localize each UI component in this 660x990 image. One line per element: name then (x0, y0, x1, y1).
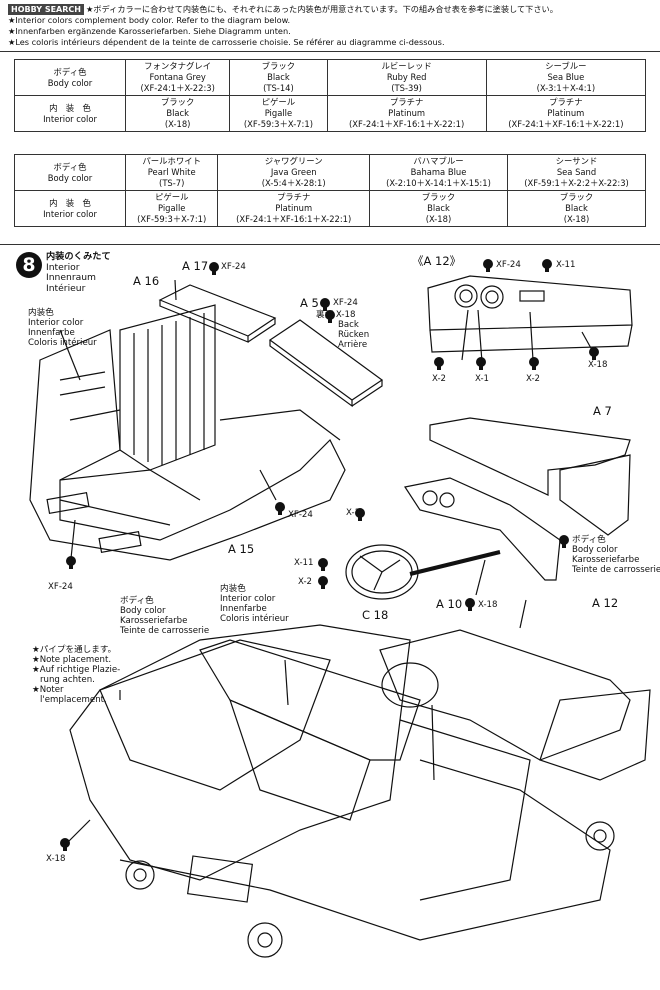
paint-marker-icon (275, 502, 285, 515)
paint-label: XF-24 (333, 298, 358, 308)
paint-marker-icon (483, 259, 493, 272)
paint-marker-icon (355, 508, 365, 521)
assembly-body-shell (69, 624, 531, 901)
paint-label: X-2 (298, 577, 313, 587)
paint-label: XF-24 (496, 260, 521, 270)
part-label-c18: C 18 (362, 608, 389, 622)
paint-marker-icon (209, 262, 219, 275)
paint-marker-icon (434, 357, 444, 370)
paint-marker-icon (559, 535, 569, 548)
part-label-a12-detail: 《A 12》 (412, 254, 462, 268)
paint-label: X-11 (294, 558, 314, 568)
paint-label: XF-24 (48, 582, 73, 592)
note-line-ja: HOBBY SEARCH★ボディカラーに合わせて内装色にも、それぞれにあった内装… (8, 4, 648, 15)
step-title: 内装のくみたて Interior Innenraum Intérieur (46, 251, 111, 294)
paint-label: X-18 (46, 854, 66, 864)
paint-marker-icon (476, 357, 486, 370)
part-label-a10: A 10 (436, 597, 463, 611)
part-label-a5: A 5 (300, 296, 319, 310)
paint-marker-icon (465, 598, 475, 611)
paint-marker-icon (60, 838, 70, 851)
part-label-a15: A 15 (228, 542, 255, 556)
part-a7-shelf (429, 417, 631, 536)
paint-label: X-11 (556, 260, 576, 270)
divider (0, 51, 660, 52)
paint-marker-icon (318, 576, 328, 589)
part-label-a16: A 16 (133, 274, 160, 288)
pipe-placement-note: ★パイプを通します。★Note placement. ★Auf richtige… (32, 645, 121, 705)
divider (0, 244, 660, 245)
paint-label: X-18 (478, 600, 498, 610)
paint-marker-icon (325, 310, 335, 323)
paint-marker-icon (318, 558, 328, 571)
paint-label: XF-24 (288, 510, 313, 520)
paint-label: X-2 (432, 374, 447, 384)
paint-marker-icon (529, 357, 539, 370)
part-c18-steering-wheel (345, 544, 419, 600)
part-a17-shelf (158, 284, 277, 343)
part-a15-tub (29, 329, 346, 561)
part-a12-dash-piece (404, 477, 561, 581)
header-notes: HOBBY SEARCH★ボディカラーに合わせて内装色にも、それぞれにあった内装… (8, 4, 648, 48)
note-line-fr: ★Les coloris intérieurs dépendent de la … (8, 37, 445, 47)
watermark-logo: HOBBY SEARCH (8, 4, 84, 15)
part-a10-column (409, 550, 501, 576)
paint-label: X-18 (588, 360, 608, 370)
paint-label: X-1 (475, 374, 490, 384)
paint-marker-icon (589, 347, 599, 360)
paint-marker-icon (320, 298, 330, 311)
part-label-a17: A 17 (182, 259, 209, 273)
paint-label: X-1 (346, 508, 361, 518)
assembly-chassis (119, 759, 615, 958)
part-a16-seat-back (119, 304, 216, 471)
paint-marker-icon (542, 259, 552, 272)
step-number: 8 (16, 252, 42, 278)
part-label-a12: A 12 (592, 596, 619, 610)
paint-marker-icon (66, 556, 76, 569)
assembly-dashboard-installed (379, 629, 651, 781)
paint-label: X-2 (526, 374, 541, 384)
note-line-en: ★Interior colors complement body color. … (8, 15, 291, 25)
part-a12-dashboard-detail (427, 275, 633, 363)
part-a5-board (268, 319, 384, 408)
note-line-de: ★Innenfarben ergänzende Karosseriefarben… (8, 26, 291, 36)
part-label-a7: A 7 (593, 404, 612, 418)
paint-label: XF-24 (221, 262, 246, 272)
